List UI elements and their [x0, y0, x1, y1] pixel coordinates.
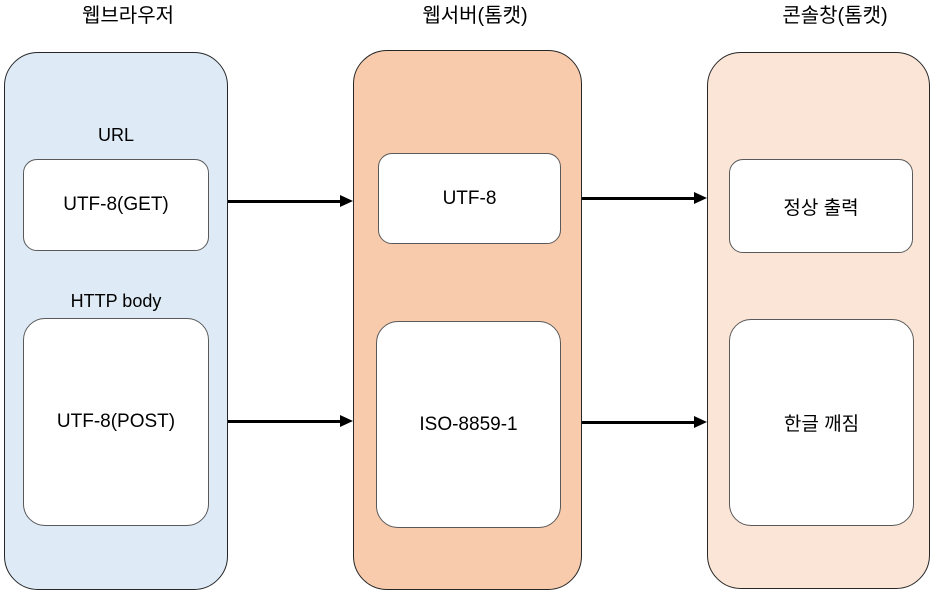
- url-section-label: URL: [97, 125, 134, 145]
- arrow-post-to-iso: [228, 415, 353, 427]
- console-container: 정상 출력 한글 깨짐: [707, 52, 930, 589]
- arrow-iso-to-hangul-broken: [582, 416, 707, 428]
- http-body-section-label: HTTP body: [70, 291, 162, 311]
- column-title-web-browser: 웹브라우저: [82, 5, 174, 27]
- iso-8859-1-box: ISO-8859-1: [376, 321, 561, 528]
- arrow-get-to-utf8: [228, 195, 353, 207]
- utf8-box-label: UTF-8: [442, 187, 497, 209]
- column-title-web-server: 웹서버(톰캣): [422, 5, 528, 27]
- normal-output-box-label: 정상 출력: [783, 197, 859, 219]
- web-browser-container: URL UTF-8(GET) HTTP body UTF-8(POST): [4, 52, 228, 590]
- arrow-utf8-to-normal-output: [582, 192, 707, 204]
- iso-8859-1-box-label: ISO-8859-1: [419, 413, 518, 435]
- hangul-broken-box-label: 한글 깨짐: [783, 414, 860, 435]
- utf8-get-box-label: UTF-8(GET): [63, 194, 169, 215]
- utf8-post-box-label: UTF-8(POST): [56, 411, 176, 432]
- utf8-get-box: UTF-8(GET): [23, 159, 209, 251]
- utf8-box: UTF-8: [378, 153, 561, 244]
- utf8-post-box: UTF-8(POST): [23, 318, 209, 526]
- normal-output-box: 정상 출력: [729, 159, 913, 253]
- hangul-broken-box: 한글 깨짐: [729, 319, 914, 526]
- web-server-container: UTF-8 ISO-8859-1: [353, 50, 582, 590]
- column-title-console: 콘솔창(톰캣): [782, 5, 888, 27]
